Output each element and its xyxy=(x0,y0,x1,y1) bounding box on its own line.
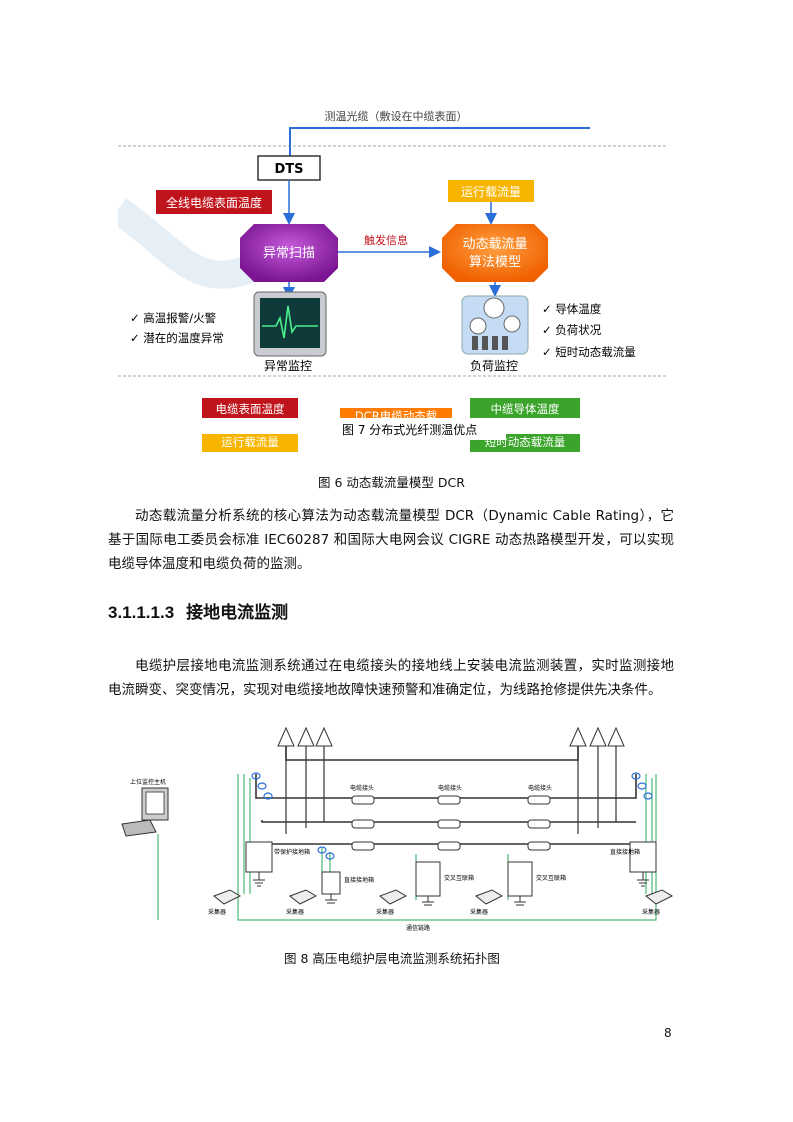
surface-temp-badge xyxy=(156,190,272,214)
cross-box-label-1: 交叉互联箱 xyxy=(444,874,474,882)
collector-label-2: 采集器 xyxy=(286,908,304,916)
gauges-icon xyxy=(461,295,529,355)
ecg-monitor-icon xyxy=(253,291,327,357)
bottom-green-text: 中缆导体温度 xyxy=(491,402,560,416)
towers-right-icon xyxy=(569,726,625,747)
bottom-red-badge xyxy=(202,398,298,418)
cross-box-label-2: 交叉互联箱 xyxy=(536,874,566,882)
direct-box-label-right: 直接接地箱 xyxy=(610,848,640,856)
bottom-yellow-text: 运行载流量 xyxy=(221,435,279,449)
page-number: 8 xyxy=(664,1026,672,1040)
cable-label: 测温光缆（敷设在中缆表面） xyxy=(325,109,468,123)
paragraph-grounding-text: 电缆护层接地电流监测系统通过在电缆接头的接地线上安装电流监测装置，实时监测接地电… xyxy=(108,658,674,698)
overlay-caption-text: 图 7 分布式光纤测温优点 xyxy=(342,423,477,437)
load-monitor-text: 负荷监控 xyxy=(470,359,518,373)
direct-box-label-mid: 直接接地箱 xyxy=(344,876,374,884)
section-heading: 3.1.1.1.3 接地电流监测 xyxy=(108,598,288,623)
collector-label-4: 采集器 xyxy=(470,908,488,916)
collector-label-3: 采集器 xyxy=(376,908,394,916)
dcr-model-text-1: 动态载流量 xyxy=(462,237,527,252)
grounding-boxes xyxy=(245,841,657,897)
heading-title: 接地电流监测 xyxy=(186,603,289,622)
host-computer-icon xyxy=(121,787,169,837)
running-current-badge xyxy=(448,180,534,202)
comm-line-label: 通信链路 xyxy=(406,924,430,932)
check-right-3: ✓ 短时动态载流量 xyxy=(542,345,636,359)
trigger-info-text: 触发信息 xyxy=(364,233,408,247)
collector-devices xyxy=(213,889,674,905)
cable-joints xyxy=(351,795,551,851)
paragraph-dcr-text: 动态载流量分析系统的核心算法为动态载流量模型 DCR（Dynamic Cable… xyxy=(108,508,674,572)
ground-symbols xyxy=(253,872,649,906)
figure-topology: 上位监控主机 电缆接头 电缆接头 电缆接头 带保护接地箱 直接接地箱 直接接地箱… xyxy=(116,724,676,938)
figure-caption-1: 图 6 动态载流量模型 DCR xyxy=(318,475,465,490)
host-label: 上位监控主机 xyxy=(130,778,166,786)
figure-caption-2: 图 8 高压电缆护层电流监测系统拓扑图 xyxy=(284,951,500,966)
check-left-1: ✓ 高温报警/火警 xyxy=(130,311,217,325)
heading-number: 3.1.1.1.3 xyxy=(108,603,175,622)
joint-label-2: 电缆接头 xyxy=(438,784,462,792)
bottom-yellow-badge xyxy=(202,434,298,452)
dcr-model-text-2: 算法模型 xyxy=(469,255,521,270)
dts-label: DTS xyxy=(274,162,303,177)
paragraph-dcr: 动态载流量分析系统的核心算法为动态载流量模型 DCR（Dynamic Cable… xyxy=(108,504,674,576)
towers-left-icon xyxy=(277,726,333,747)
joint-label-3: 电缆接头 xyxy=(528,784,552,792)
anomaly-monitor-text: 异常监控 xyxy=(264,359,312,373)
bottom-green-badge xyxy=(470,398,580,418)
overlay-caption-box xyxy=(336,418,506,440)
paragraph-grounding: 电缆护层接地电流监测系统通过在电缆接头的接地线上安装电流监测装置，实时监测接地电… xyxy=(108,654,674,702)
running-current-text: 运行载流量 xyxy=(461,185,521,199)
check-right-1: ✓ 导体温度 xyxy=(542,302,602,316)
collector-label-5: 采集器 xyxy=(642,908,660,916)
check-left-2: ✓ 潜在的温度异常 xyxy=(130,331,224,345)
anomaly-scan-text: 异常扫描 xyxy=(263,246,315,261)
protect-box-label: 带保护接地箱 xyxy=(274,848,310,856)
current-sensors xyxy=(251,772,653,860)
joint-label-1: 电缆接头 xyxy=(350,784,374,792)
bottom-orange-badge xyxy=(340,408,452,420)
dcr-model-node xyxy=(442,224,548,282)
fiber-cable-line xyxy=(289,127,590,158)
check-right-2: ✓ 负荷状况 xyxy=(542,323,602,337)
figure-dcr-model: 测温光缆（敷设在中缆表面） DTS 全线电缆表面温度 运行载流量 异常扫描 触发… xyxy=(110,100,666,462)
bottom-red-text: 电缆表面温度 xyxy=(216,402,285,416)
anomaly-scan-node xyxy=(240,224,338,282)
dts-box xyxy=(257,155,321,181)
surface-temp-text: 全线电缆表面温度 xyxy=(166,195,262,210)
collector-label-1: 采集器 xyxy=(208,908,226,916)
